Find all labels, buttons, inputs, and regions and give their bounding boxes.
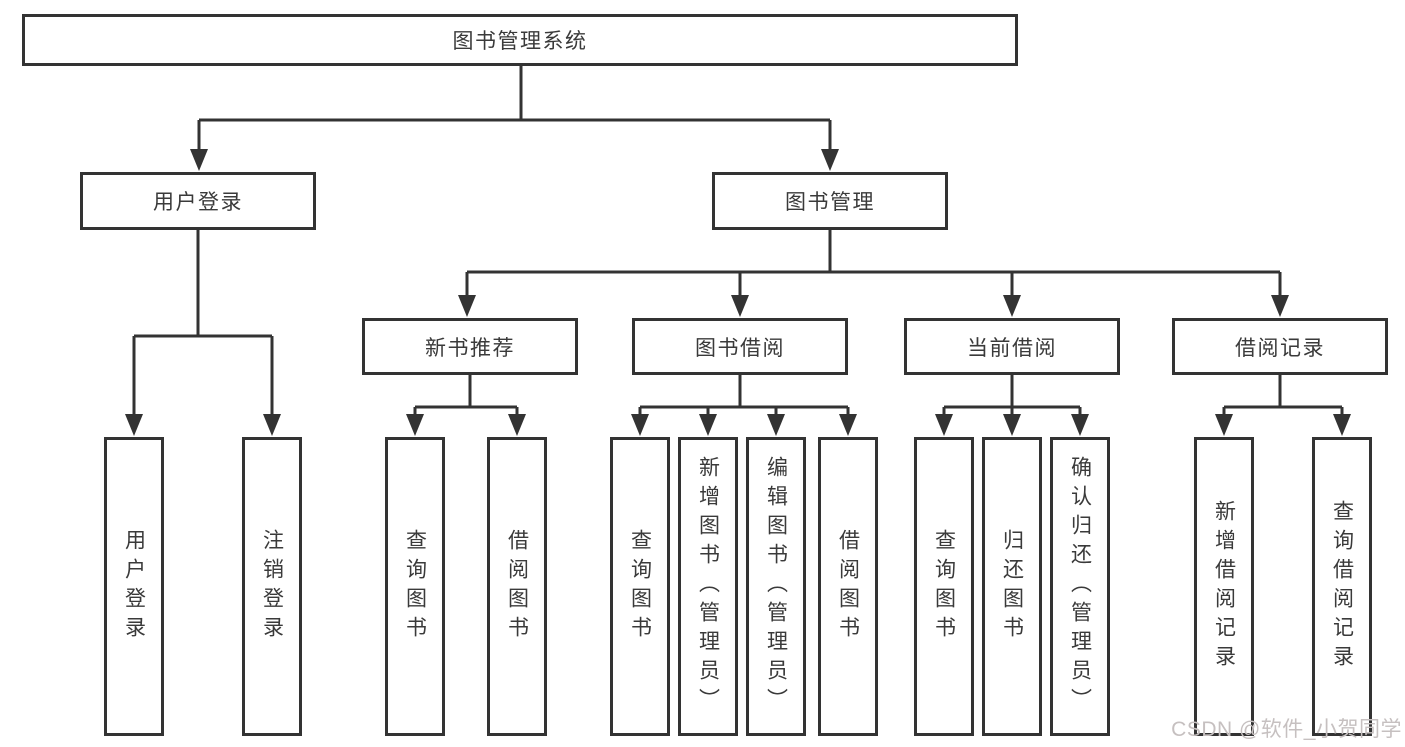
leaf-query-books-recommend: 查询图书 <box>385 437 445 736</box>
connector-mgmt-branch <box>465 230 1282 297</box>
leaf-confirm-return-admin: 确认归还（管理员） <box>1050 437 1110 736</box>
connector-records-branch <box>1222 375 1344 416</box>
leaf-edit-books-admin: 编辑图书（管理员） <box>746 437 806 736</box>
leaf-query-borrow-record: 查询借阅记录 <box>1312 437 1372 736</box>
node-label: 归还图书 <box>1000 528 1024 645</box>
leaf-query-books-current: 查询图书 <box>914 437 974 736</box>
node-label: 新书推荐 <box>425 336 515 360</box>
node-current-borrowing: 当前借阅 <box>904 318 1120 375</box>
arrowheads <box>125 149 1351 436</box>
node-label: 查询图书 <box>403 528 427 645</box>
connector-current-branch <box>942 375 1082 416</box>
node-new-book-recommend: 新书推荐 <box>362 318 578 375</box>
node-label: 借阅记录 <box>1235 336 1325 360</box>
node-label: 借阅图书 <box>836 528 860 645</box>
leaf-logout: 注销登录 <box>242 437 302 736</box>
node-user-login: 用户登录 <box>80 172 316 230</box>
connector-borrow-branch <box>638 375 850 416</box>
node-label: 注销登录 <box>260 528 284 645</box>
node-label: 用户登录 <box>122 528 146 645</box>
leaf-add-borrow-record: 新增借阅记录 <box>1194 437 1254 736</box>
leaf-return-books: 归还图书 <box>982 437 1042 736</box>
node-label: 图书借阅 <box>695 336 785 360</box>
connector-login-branch <box>132 230 274 416</box>
node-label: 查询图书 <box>932 528 956 645</box>
node-book-management: 图书管理 <box>712 172 948 230</box>
leaf-user-login: 用户登录 <box>104 437 164 736</box>
connector-root-trunk <box>197 66 832 151</box>
leaf-borrow-books: 借阅图书 <box>818 437 878 736</box>
connector-newbook-branch <box>413 375 519 416</box>
node-label: 借阅图书 <box>505 528 529 645</box>
node-label: 图书管理系统 <box>452 30 588 53</box>
node-label: 图书管理 <box>785 191 875 214</box>
node-label: 确认归还（管理员） <box>1068 456 1092 717</box>
node-label: 当前借阅 <box>967 336 1057 360</box>
node-label: 新增借阅记录 <box>1212 499 1236 674</box>
leaf-query-books-borrowing: 查询图书 <box>610 437 670 736</box>
leaf-borrow-books-recommend: 借阅图书 <box>487 437 547 736</box>
node-label: 编辑图书（管理员） <box>764 456 788 717</box>
leaf-add-books-admin: 新增图书（管理员） <box>678 437 738 736</box>
node-label: 查询借阅记录 <box>1330 499 1354 674</box>
node-library-management-system: 图书管理系统 <box>22 14 1018 66</box>
node-label: 新增图书（管理员） <box>696 456 720 717</box>
node-borrowing-records: 借阅记录 <box>1172 318 1388 375</box>
node-label: 用户登录 <box>153 191 243 214</box>
node-book-borrowing: 图书借阅 <box>632 318 848 375</box>
csdn-watermark: CSDN @软件_小贺同学 <box>1171 718 1402 741</box>
node-label: 查询图书 <box>628 528 652 645</box>
